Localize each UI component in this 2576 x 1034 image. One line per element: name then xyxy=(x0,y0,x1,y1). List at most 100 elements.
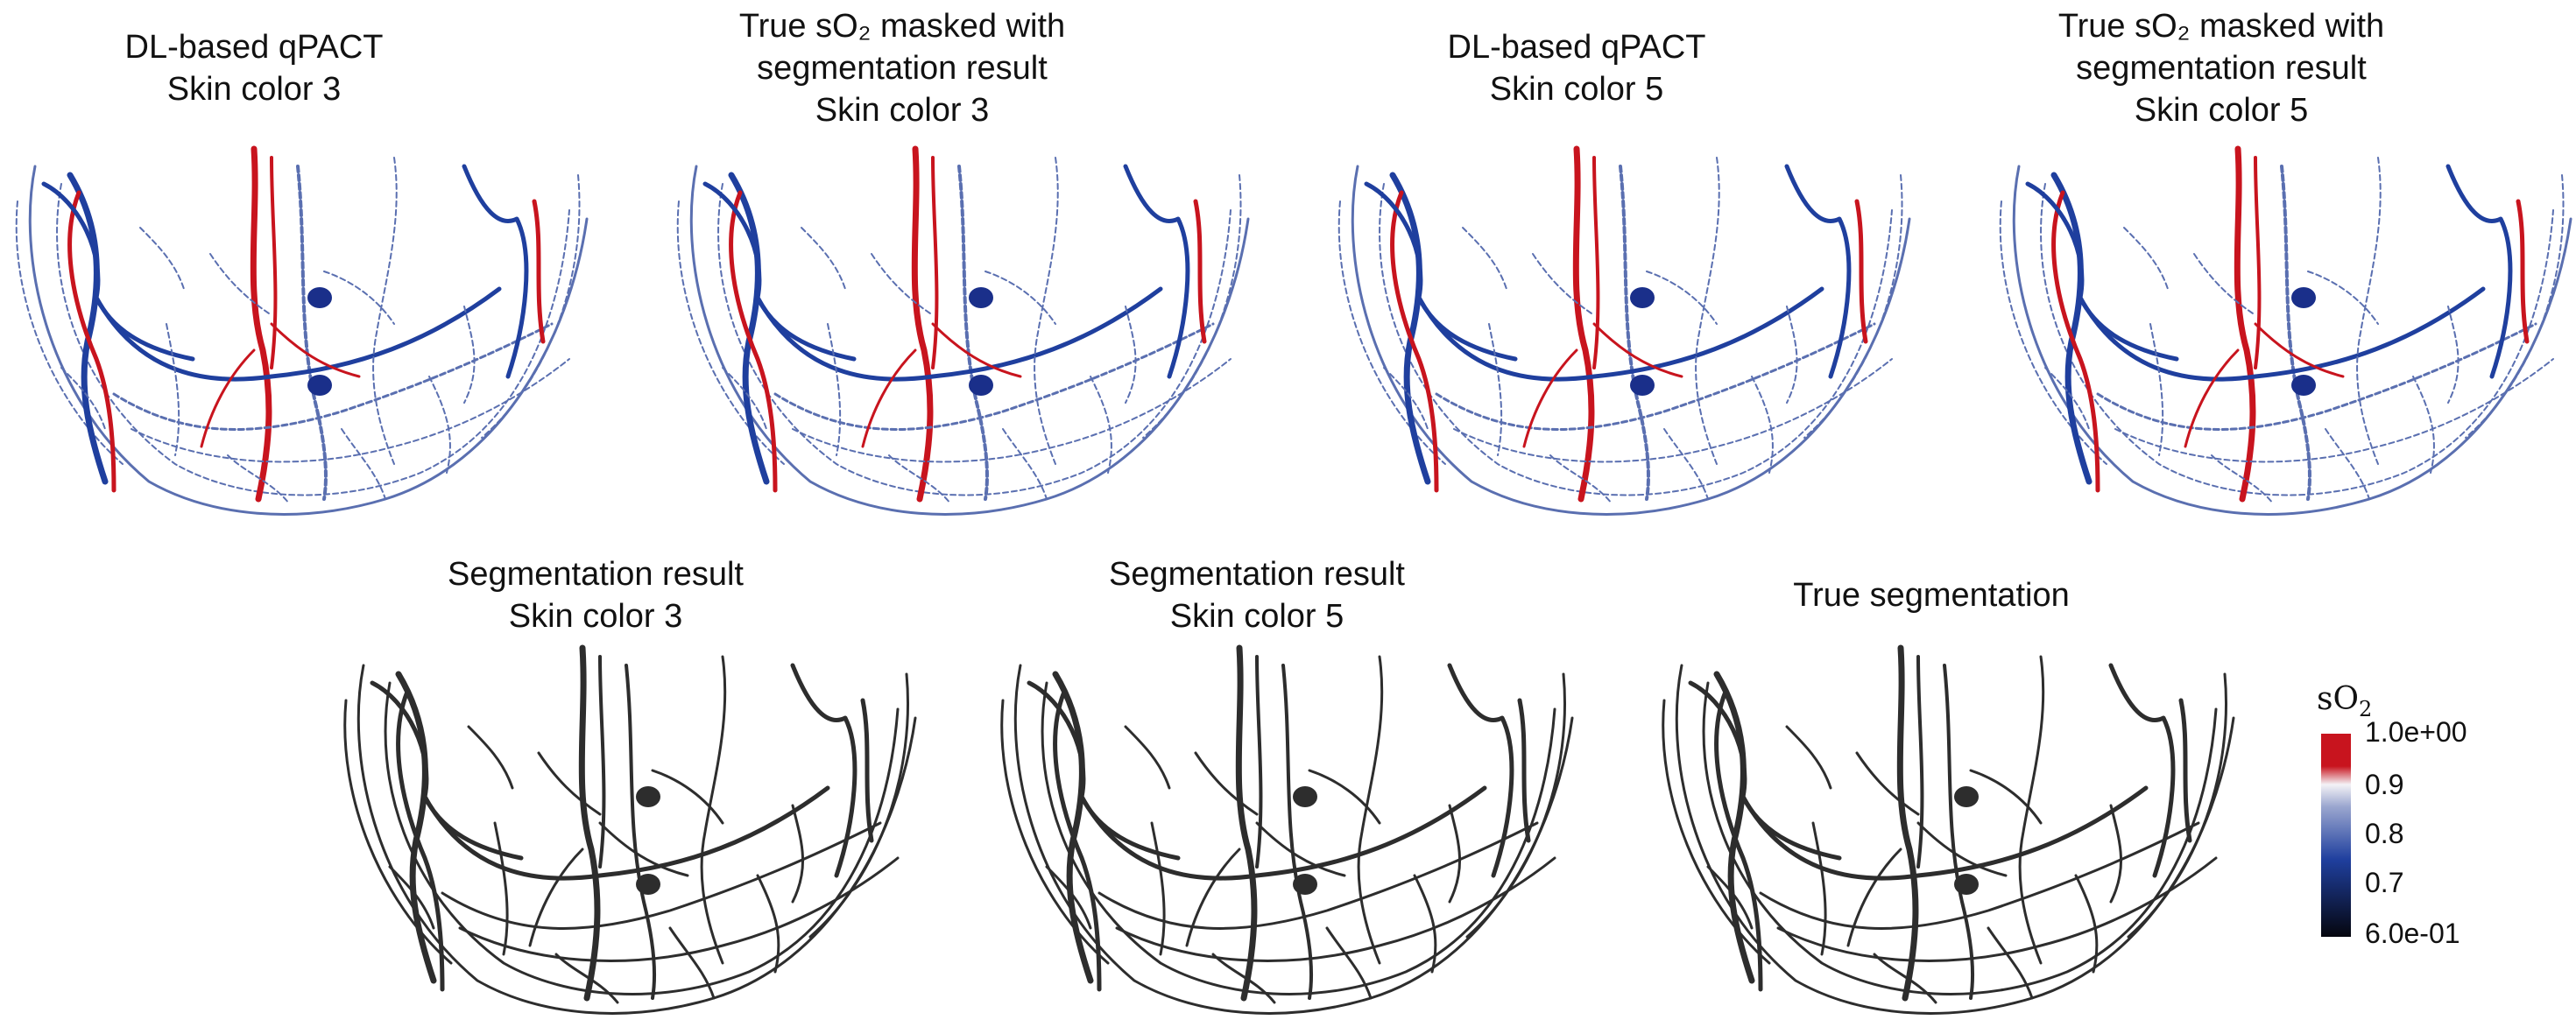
lesion-blob xyxy=(969,375,993,396)
vessel-segment xyxy=(395,671,437,984)
vessel-segment xyxy=(1124,725,1171,790)
lesion-blob xyxy=(636,786,660,807)
vessel-segment xyxy=(1000,699,1110,965)
vessel-segment xyxy=(41,181,195,362)
title-line: Skin color 5 xyxy=(2134,92,2309,129)
title-line: segmentation result xyxy=(757,50,1048,87)
vessel-segment xyxy=(871,253,934,316)
vessel-segment xyxy=(1706,865,1754,930)
vessel-segment xyxy=(791,804,804,904)
vessel-segment xyxy=(2325,428,2370,500)
title-line: True segmentation xyxy=(1793,577,2070,614)
vessel-segment xyxy=(528,848,584,947)
vessel-segment xyxy=(1045,865,1092,930)
vessel-segment xyxy=(722,367,767,430)
vessel-segment xyxy=(2280,165,2311,501)
vessel-segment xyxy=(209,253,272,316)
title-line: True sO₂ masked with xyxy=(738,8,1066,45)
vessel-segment xyxy=(1390,190,1439,493)
vessel-segment xyxy=(2184,348,2240,448)
vessel-segment xyxy=(860,698,874,843)
vessel-segment xyxy=(2445,164,2513,379)
lesion-blob xyxy=(1630,375,1655,396)
lesion-blob xyxy=(969,287,993,308)
vessel-segment xyxy=(1714,689,1763,992)
vessel-segment xyxy=(1784,164,1852,379)
vessel-segment xyxy=(700,655,727,965)
vessel-segment xyxy=(384,681,900,995)
vessel-segment xyxy=(1053,689,1102,992)
vessel-segment xyxy=(651,769,724,825)
vessel-segment xyxy=(668,926,716,1000)
vessel-segment xyxy=(463,306,476,404)
vessel-segment xyxy=(56,183,570,496)
lesion-blob xyxy=(307,287,332,308)
vessel-segment xyxy=(2123,227,2169,290)
vessel-segment xyxy=(67,172,109,485)
vessel-segment xyxy=(801,227,846,290)
vessel-segment xyxy=(598,821,689,877)
vessel-segment xyxy=(462,164,529,379)
vessel-segment xyxy=(1413,874,1437,974)
vessel-segment xyxy=(1142,174,1242,439)
vessel-segment xyxy=(1592,322,1683,378)
vessel-segment xyxy=(1389,172,1431,485)
vessel-segment xyxy=(1785,725,1832,790)
vessel-segment xyxy=(341,428,386,500)
vessel-segment xyxy=(1027,680,1181,861)
lesion-blob xyxy=(307,375,332,396)
vessel-segment xyxy=(1364,181,1518,362)
panel-title-seg-skin5: Segmentation result Skin color 5 xyxy=(1055,553,1458,637)
title-line: DL-based qPACT xyxy=(1447,29,1706,66)
title-line: Skin color 5 xyxy=(1169,598,1344,635)
vessel-segment xyxy=(2040,183,2554,496)
vessel-segment xyxy=(1255,655,1263,869)
vessel-segment xyxy=(1052,671,1094,984)
vessel-segment xyxy=(28,165,589,516)
vessel-segment xyxy=(1447,663,1514,878)
vessel-segment xyxy=(931,322,1022,378)
vessel-segment xyxy=(985,271,1056,325)
colorbar-title: sO2 xyxy=(2317,681,2372,721)
vessel-segment xyxy=(2018,655,2045,965)
vessel-segment xyxy=(372,157,398,465)
vessel-segment xyxy=(1337,200,1446,465)
segmentation-map-skin5 xyxy=(1000,644,1574,1015)
vessel-segment xyxy=(1125,306,1137,404)
colorbar-gradient xyxy=(2321,734,2351,937)
vessel-segment xyxy=(1115,856,1556,962)
vessel-segment xyxy=(1896,644,1919,1002)
vessel-segment xyxy=(2178,698,2192,843)
colorbar-title-main: sO xyxy=(2317,681,2359,717)
vessel-segment xyxy=(1416,286,1824,382)
vessel-segment xyxy=(1325,926,1373,1000)
vessel-segment xyxy=(717,183,1232,496)
panel-title-dl-skin3: DL-based qPACT Skin color 3 xyxy=(53,26,455,110)
vessel-segment xyxy=(861,348,917,448)
vessel-segment xyxy=(728,172,770,485)
segmentation-map-true xyxy=(1662,644,2235,1015)
vessel-segment xyxy=(2127,672,2228,939)
vessel-segment xyxy=(458,856,900,962)
vessel-segment xyxy=(957,165,989,501)
vessel-segment xyxy=(1193,199,1207,344)
vessel-segment xyxy=(166,323,180,456)
vessel-segment xyxy=(323,271,395,325)
vessel-segment xyxy=(2074,874,2099,974)
vessel-segment xyxy=(578,644,601,1002)
title-line: segmentation result xyxy=(2076,50,2367,87)
lesion-blob xyxy=(2291,287,2316,308)
vessel-segment xyxy=(1786,306,1798,404)
panel-title-true-so2-skin5: True sO₂ masked with segmentation result… xyxy=(2011,5,2431,131)
vessel-segment xyxy=(2114,358,2554,463)
vessel-segment xyxy=(1211,953,1276,1004)
vessel-map-dl-skin5 xyxy=(1337,145,1911,516)
vessel-segment xyxy=(250,145,272,503)
vessel-segment xyxy=(2465,174,2565,439)
vessel-segment xyxy=(1435,322,1876,431)
vessel-segment xyxy=(1522,348,1578,448)
vessel-segment xyxy=(1662,699,1771,965)
title-line: Segmentation result xyxy=(448,556,744,593)
vessel-segment xyxy=(396,689,445,992)
vessel-segment xyxy=(1969,769,2043,825)
